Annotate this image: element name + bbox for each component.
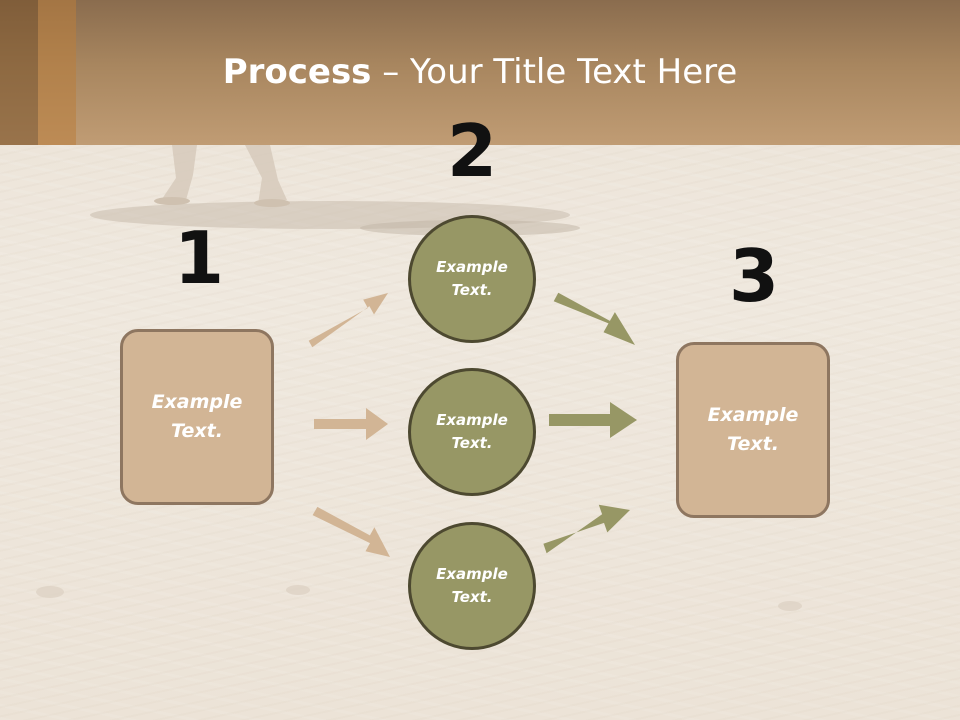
step-2-circle-bottom: Example Text. (408, 522, 536, 650)
arrow-top-to-3 (553, 292, 635, 345)
arrow-1-to-bottom (312, 506, 390, 557)
step-2-circle-middle: Example Text. (408, 368, 536, 496)
title-bold: Process (222, 52, 372, 92)
step-3-box-text: Example Text. (707, 404, 799, 455)
arrow-1-to-top (308, 293, 388, 348)
circle-top-text: Example Text. (436, 258, 508, 299)
slide-title: Process – Your Title Text Here (0, 52, 960, 92)
step-3-box: Example Text. (676, 342, 830, 518)
title-rest: – Your Title Text Here (371, 52, 738, 92)
step-1-box: Example Text. (120, 329, 274, 505)
step-number-2: 2 (446, 109, 498, 193)
arrow-1-to-middle (314, 408, 388, 440)
step-2-circle-top: Example Text. (408, 215, 536, 343)
step-1-box-text: Example Text. (151, 391, 243, 442)
circle-bottom-text: Example Text. (436, 565, 508, 606)
step-number-3: 3 (728, 234, 780, 318)
circle-middle-text: Example Text. (436, 411, 508, 452)
arrow-middle-to-3 (549, 402, 637, 438)
arrow-bottom-to-3 (543, 504, 630, 554)
header-accent-stripe (0, 0, 38, 145)
step-number-1: 1 (173, 216, 225, 300)
header-band: Process – Your Title Text Here (0, 0, 960, 145)
header-accent-stripe (38, 0, 76, 145)
